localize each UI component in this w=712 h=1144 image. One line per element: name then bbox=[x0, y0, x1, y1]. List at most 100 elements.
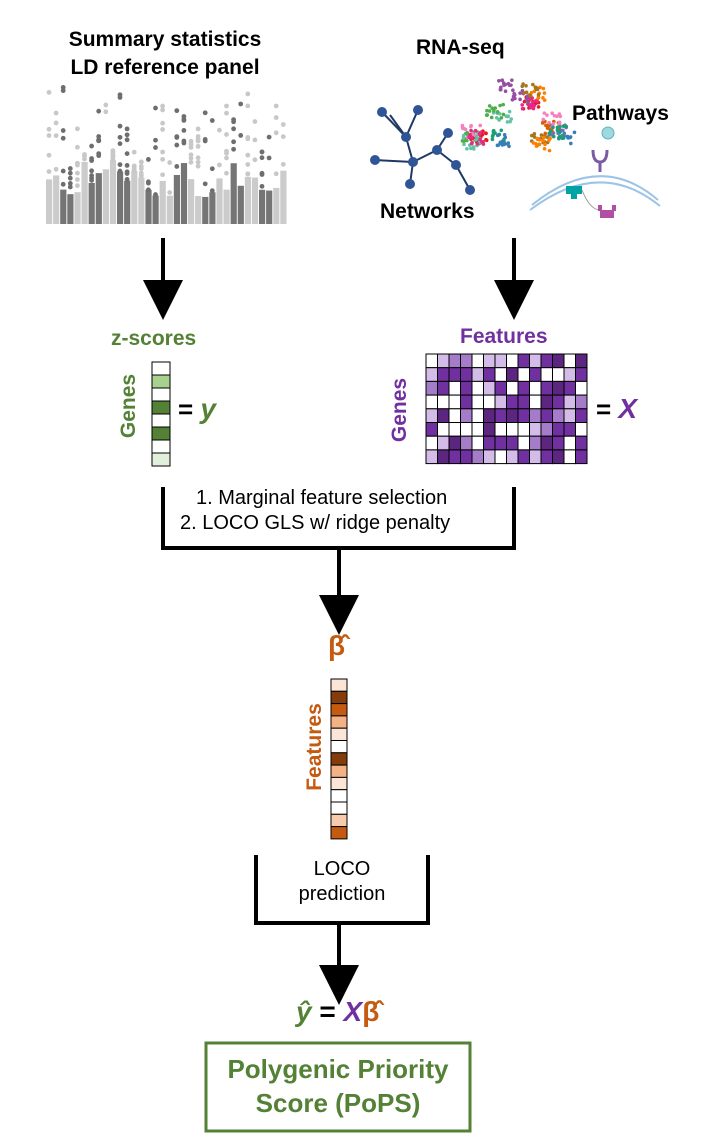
manhattan-point bbox=[209, 118, 215, 123]
beta-vector-cell bbox=[330, 715, 348, 729]
manhattan-point bbox=[174, 142, 180, 148]
x-matrix-cell bbox=[425, 367, 438, 382]
manhattan-point bbox=[273, 103, 279, 109]
x-matrix-cell bbox=[506, 380, 519, 396]
umap-point bbox=[537, 142, 542, 147]
equation-beta: β̂ bbox=[362, 996, 380, 1027]
umap-point bbox=[536, 105, 541, 109]
umap-point bbox=[551, 125, 555, 130]
manhattan-point bbox=[202, 110, 208, 116]
y-symbol: y bbox=[200, 393, 216, 424]
manhattan-point bbox=[89, 158, 94, 163]
manhattan-point bbox=[110, 152, 116, 158]
umap-point bbox=[505, 120, 510, 124]
umap-point bbox=[473, 138, 478, 142]
manhattan-point bbox=[188, 155, 194, 161]
manhattan-point bbox=[89, 177, 94, 183]
gwas-label-line2: LD reference panel bbox=[70, 56, 260, 79]
umap-point bbox=[518, 91, 522, 95]
umap-point bbox=[501, 112, 506, 117]
beta-title: β̂ bbox=[328, 630, 346, 661]
networks-label: Networks bbox=[380, 200, 475, 223]
umap-point bbox=[541, 117, 546, 122]
umap-point bbox=[470, 140, 474, 145]
manhattan-point bbox=[67, 184, 73, 190]
gwas-label-line1: Summary statistics bbox=[68, 28, 262, 51]
manhattan-point bbox=[181, 117, 187, 123]
manhattan-point bbox=[245, 152, 251, 158]
umap-point bbox=[527, 93, 532, 97]
manhattan-column bbox=[102, 169, 109, 224]
manhattan-column bbox=[95, 173, 102, 224]
umap-point bbox=[520, 103, 525, 107]
x-matrix-cell bbox=[563, 394, 576, 410]
umap-point bbox=[478, 137, 482, 142]
manhattan-column bbox=[209, 192, 216, 224]
umap-point bbox=[502, 132, 507, 137]
manhattan-point bbox=[259, 170, 265, 176]
umap-point bbox=[555, 128, 560, 133]
y-vector-cell bbox=[151, 374, 171, 389]
manhattan-point bbox=[224, 155, 229, 161]
predict-step: LOCO prediction bbox=[270, 857, 414, 907]
x-matrix-cell bbox=[494, 449, 507, 465]
umap-point bbox=[474, 134, 479, 139]
manhattan-point bbox=[124, 169, 130, 175]
manhattan-point bbox=[117, 168, 123, 174]
manhattan-column bbox=[74, 192, 81, 224]
umap-point bbox=[533, 99, 538, 103]
umap-point bbox=[568, 135, 573, 139]
manhattan-point bbox=[266, 134, 272, 140]
umap-point bbox=[471, 145, 476, 149]
y-equals-sign: = bbox=[178, 394, 194, 424]
beta-vector-cell bbox=[330, 703, 348, 717]
beta-vector-heatmap bbox=[330, 678, 348, 840]
x-matrix-cell bbox=[460, 380, 473, 396]
manhattan-point bbox=[60, 181, 66, 187]
umap-point bbox=[500, 78, 504, 82]
x-matrix-cell bbox=[460, 394, 473, 410]
umap-point bbox=[522, 91, 526, 95]
x-matrix-cell bbox=[552, 408, 565, 423]
equation-yhat: ŷ bbox=[296, 996, 312, 1027]
umap-point bbox=[469, 135, 474, 140]
manhattan-point bbox=[153, 105, 158, 111]
y-vector-cell bbox=[151, 387, 171, 402]
umap-point bbox=[497, 118, 502, 122]
y-equals: = y bbox=[178, 393, 216, 425]
manhattan-point bbox=[103, 109, 109, 115]
manhattan-point bbox=[117, 92, 123, 98]
x-matrix-cell bbox=[506, 408, 519, 423]
manhattan-point bbox=[181, 114, 187, 119]
x-symbol: X bbox=[618, 393, 638, 424]
manhattan-point bbox=[124, 163, 130, 168]
manhattan-point bbox=[160, 103, 166, 109]
manhattan-point bbox=[195, 155, 201, 161]
beta-vector-cell bbox=[330, 752, 348, 766]
x-matrix-cell bbox=[552, 367, 565, 382]
manhattan-point bbox=[245, 103, 251, 109]
manhattan-point bbox=[174, 108, 180, 114]
umap-point bbox=[539, 133, 544, 137]
x-matrix-cell bbox=[563, 408, 576, 423]
manhattan-column bbox=[173, 174, 180, 224]
x-matrix-cell bbox=[471, 408, 484, 423]
y-vector-cell bbox=[151, 439, 171, 454]
manhattan-point bbox=[89, 143, 94, 149]
network-graph-image bbox=[370, 105, 475, 195]
manhattan-point bbox=[188, 144, 194, 150]
x-matrix-cell bbox=[575, 408, 588, 423]
umap-point bbox=[497, 78, 501, 83]
manhattan-point bbox=[60, 84, 66, 90]
manhattan-point bbox=[209, 166, 215, 172]
manhattan-point bbox=[245, 91, 251, 97]
manhattan-point bbox=[273, 171, 279, 177]
umap-point bbox=[565, 134, 570, 139]
manhattan-point bbox=[259, 183, 265, 189]
x-matrix-cell bbox=[437, 353, 450, 369]
manhattan-point bbox=[53, 120, 59, 126]
x-matrix-cell bbox=[506, 422, 519, 437]
umap-point bbox=[511, 94, 516, 99]
umap-point bbox=[551, 134, 556, 139]
